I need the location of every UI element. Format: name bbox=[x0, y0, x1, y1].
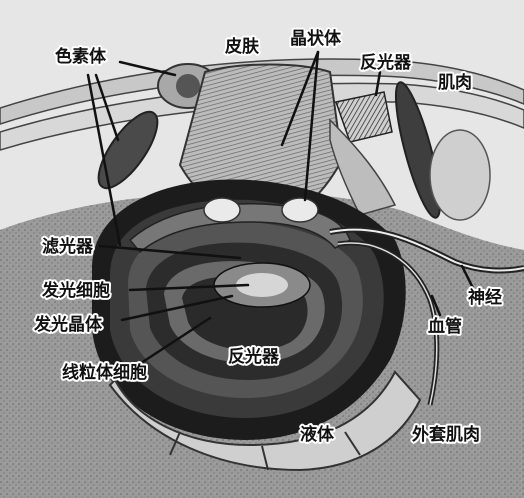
label-photogenic-crystal: 发光晶体 bbox=[33, 314, 103, 335]
lens-nucleus-left bbox=[204, 198, 240, 222]
label-filter: 滤光器 bbox=[42, 236, 94, 257]
tissue-right bbox=[430, 130, 490, 220]
label-muscle: 肌肉 bbox=[438, 72, 472, 93]
label-skin: 皮肤 bbox=[225, 36, 260, 57]
label-pigment-body: 色素体 bbox=[55, 46, 107, 67]
label-reflector-center: 反光器 bbox=[228, 346, 280, 367]
label-blood-vessel: 血管 bbox=[428, 316, 462, 337]
label-crystal-body: 晶状体 bbox=[290, 28, 342, 49]
label-mitochondria-cell: 线粒体细胞 bbox=[62, 362, 147, 383]
lens-nucleus-right bbox=[282, 198, 318, 222]
label-photocyte: 发光细胞 bbox=[41, 280, 110, 301]
label-outer-sheath-muscle: 外套肌肉 bbox=[412, 424, 480, 445]
label-reflector-top: 反光器 bbox=[360, 52, 412, 73]
pigment-flower-core bbox=[176, 74, 200, 98]
label-liquid: 液体 bbox=[300, 424, 335, 445]
label-nerve: 神经 bbox=[468, 287, 502, 308]
